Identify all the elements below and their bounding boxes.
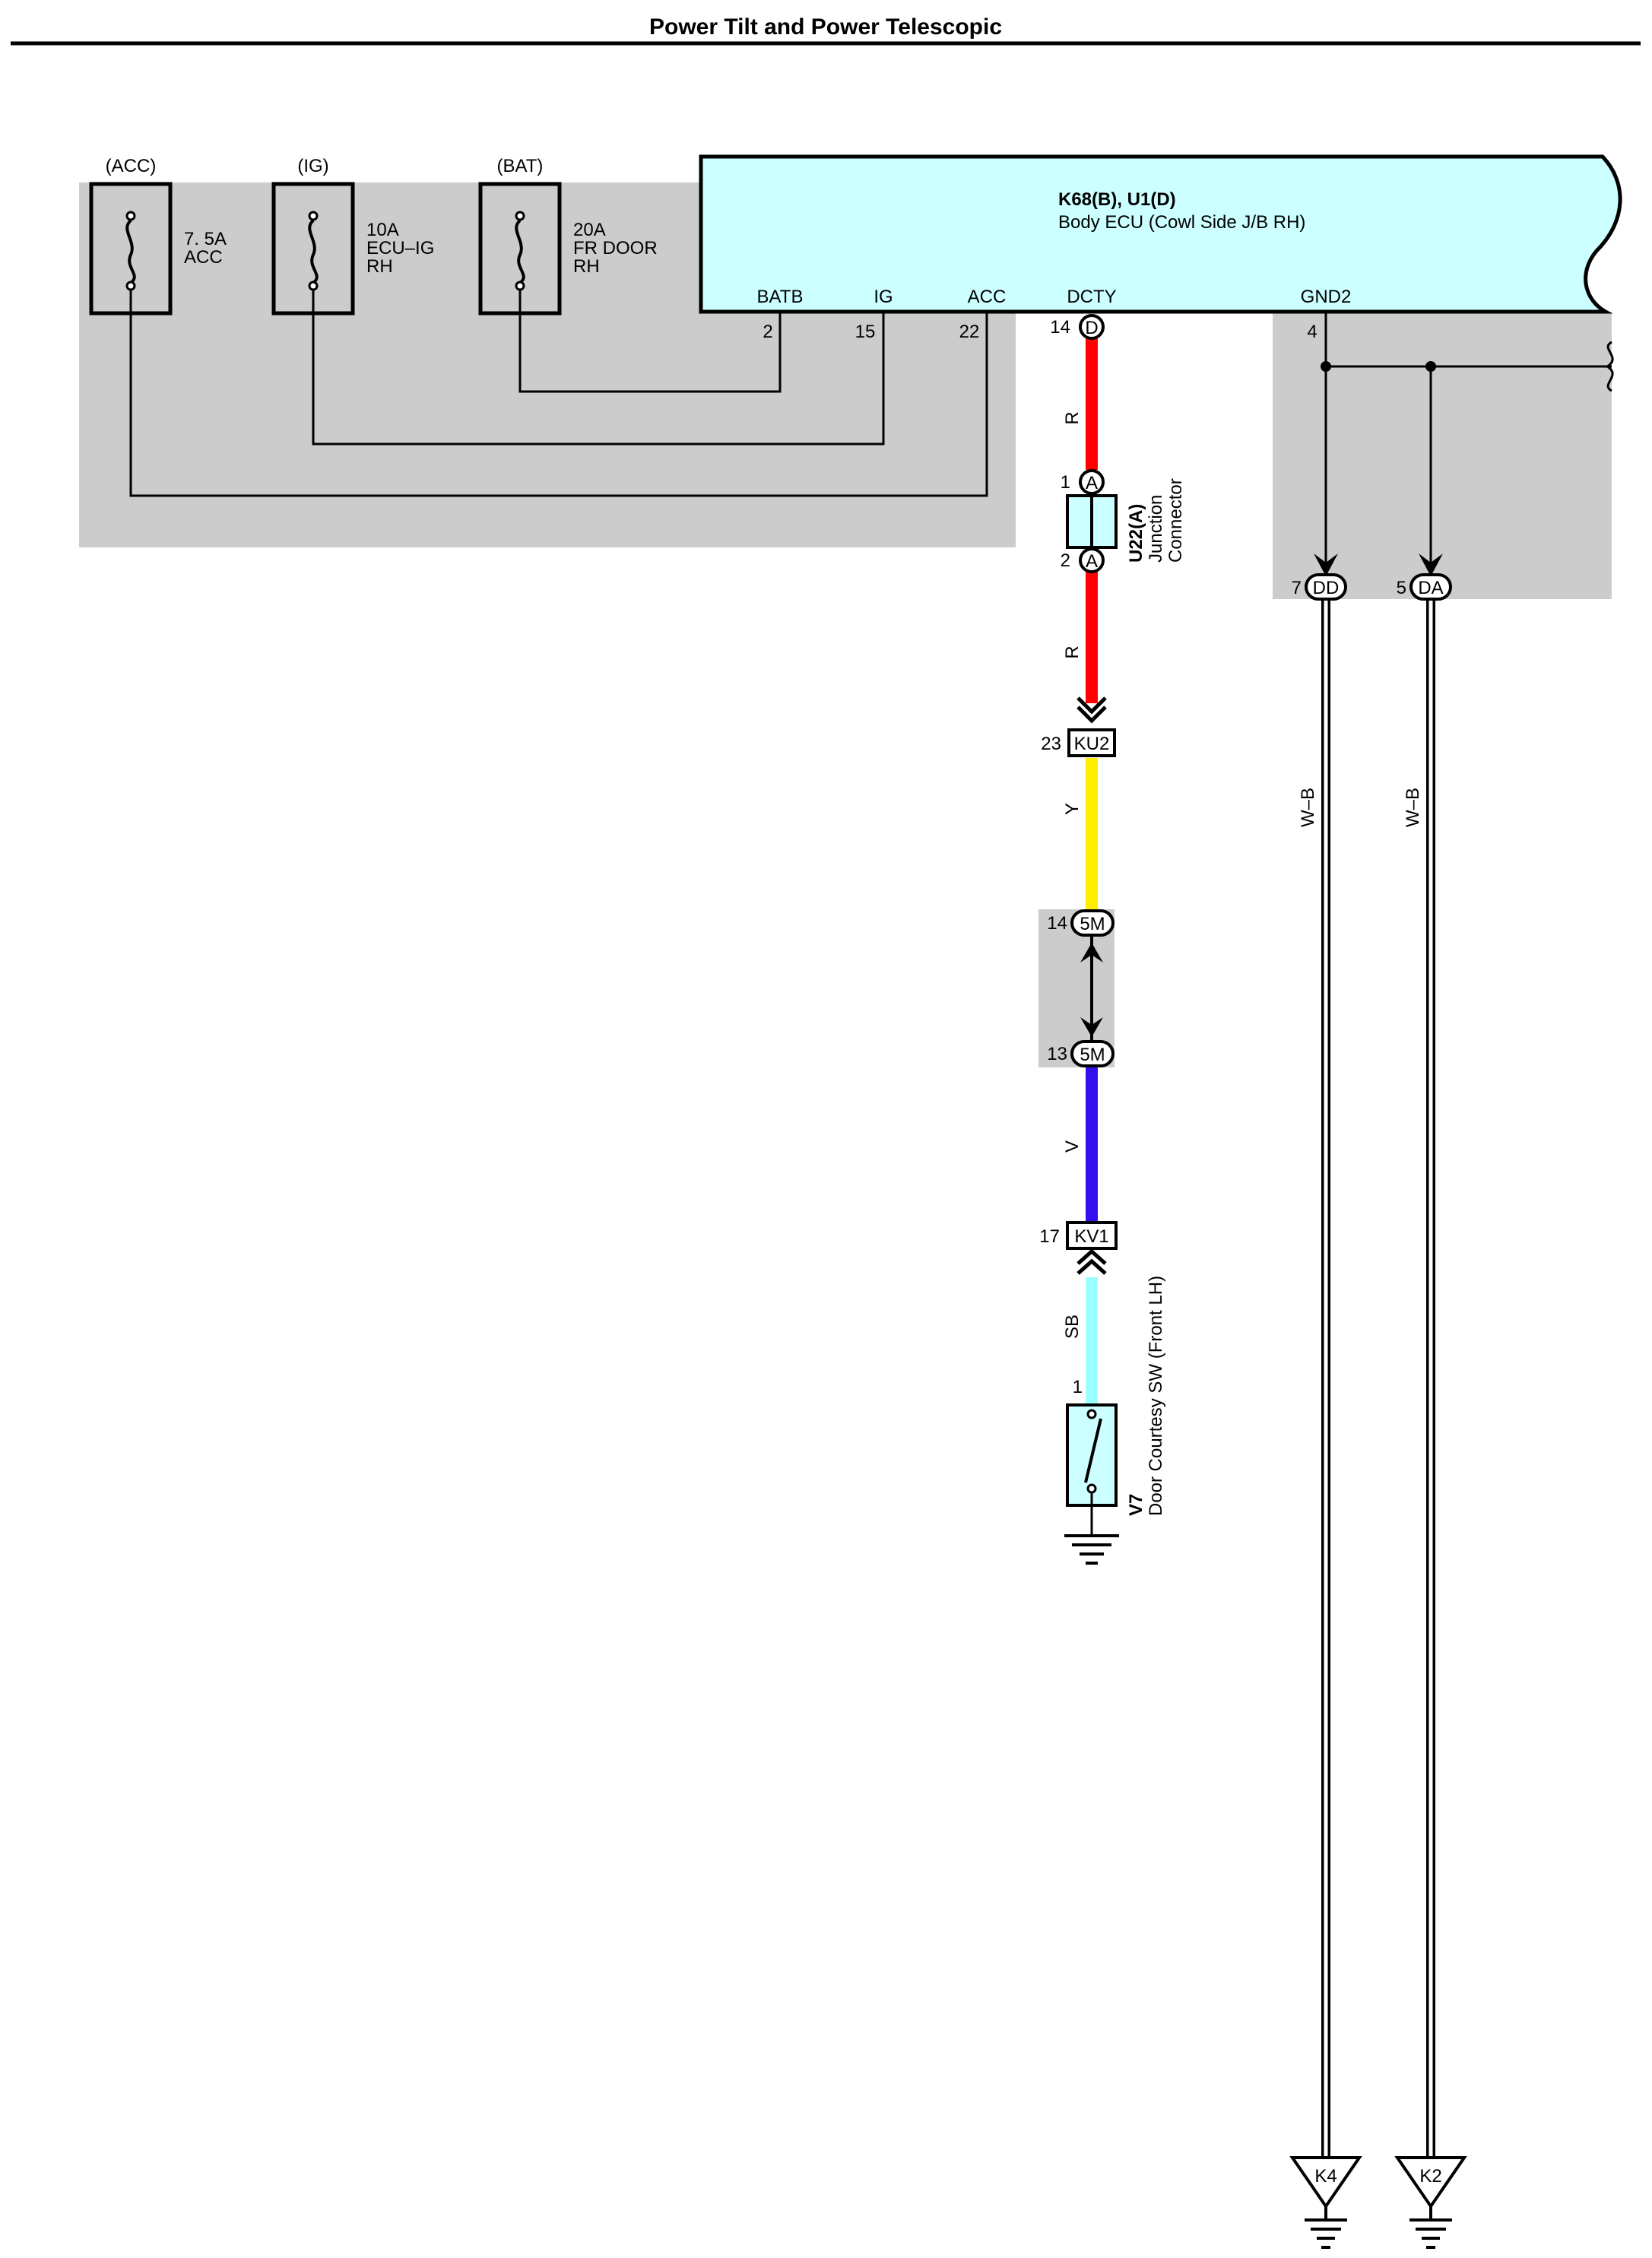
- pin-name-batb: BATB: [757, 287, 804, 307]
- fuse-wiring: [129, 290, 988, 497]
- wire-color-wb-1: W–B: [1298, 788, 1318, 827]
- pin-name-gnd2: GND2: [1301, 287, 1352, 307]
- connector-ku2-code: KU2: [1074, 734, 1110, 754]
- ground-point-k4: K4: [1289, 2156, 1362, 2249]
- fuse-rating: 7. 5A: [184, 229, 227, 249]
- door-courtesy-switch: 1 V7 Door Courtesy SW (Front LH): [1066, 1276, 1166, 1536]
- fuse-name-line2: RH: [366, 256, 393, 277]
- chevron-up-icon: [1076, 1248, 1107, 1265]
- junction-pin-in: 1: [1061, 472, 1070, 493]
- connector-ku2-pin: 23: [1041, 734, 1061, 754]
- ecu-connector-codes: K68(B), U1(D): [1058, 189, 1176, 210]
- arrow-up-icon: [1080, 943, 1103, 963]
- chevron-down-icon: [1076, 706, 1107, 724]
- connector-5m-lower: 13 5M: [1047, 1040, 1115, 1067]
- pin-name-dcty: DCTY: [1067, 287, 1116, 307]
- chevron-up-icon: [1076, 1258, 1107, 1275]
- connector-5m-upper: 14 5M: [1047, 909, 1115, 937]
- ground-point-k4-code: K4: [1314, 2166, 1337, 2187]
- pin-number-dcty: 14: [1050, 317, 1070, 338]
- fuse-supply-label: (ACC): [106, 156, 157, 176]
- gnd2-branch: [1324, 313, 1614, 564]
- switch-name: Door Courtesy SW (Front LH): [1146, 1276, 1166, 1516]
- fuse-supply-label: (BAT): [497, 156, 544, 176]
- ecu-name: Body ECU (Cowl Side J/B RH): [1058, 212, 1305, 233]
- ground-symbol-icon: [1064, 1534, 1119, 1565]
- connector-d-label: D: [1085, 318, 1098, 338]
- fuse-element-icon: [515, 219, 525, 284]
- connector-dd: 7 DD: [1292, 573, 1347, 601]
- fuse-name: ECU–IG: [366, 238, 434, 258]
- ground-symbol-icon: [1305, 2206, 1347, 2249]
- junction-name-1: Junction: [1146, 495, 1166, 563]
- pin-number-batb: 2: [763, 322, 772, 342]
- connector-ku2: KU2 23: [1041, 696, 1116, 757]
- switch-contact-icon: [1084, 1418, 1102, 1483]
- junction-name-2: Connector: [1165, 478, 1186, 563]
- splice-point: [1425, 361, 1436, 372]
- wire-color-sb: SB: [1062, 1315, 1083, 1339]
- fuse-name-line2: RH: [573, 256, 600, 277]
- junction-pin-out: 2: [1061, 550, 1070, 571]
- junction-connector-label-2: A: [1086, 551, 1098, 572]
- wire-color-r-upper: R: [1062, 411, 1083, 424]
- wire-color-v: V: [1062, 1140, 1083, 1153]
- diagram-title: Power Tilt and Power Telescopic: [649, 14, 1002, 40]
- fuse-name: ACC: [184, 247, 223, 268]
- arrow-down-icon: [1419, 553, 1443, 576]
- body-ecu: K68(B), U1(D) Body ECU (Cowl Side J/B RH…: [699, 154, 1622, 314]
- wire-color-wb-2: W–B: [1403, 788, 1423, 827]
- pin-number-ig: 15: [855, 322, 876, 342]
- fuse-rating: 10A: [366, 220, 399, 240]
- arrow-down-icon: [1080, 1017, 1103, 1037]
- connector-da-pin: 5: [1397, 578, 1406, 598]
- splice-point: [1321, 361, 1331, 372]
- fuse-supply-label: (IG): [297, 156, 328, 176]
- connector-dd-pin: 7: [1292, 578, 1302, 598]
- fuse-rating: 20A: [573, 220, 606, 240]
- junction-connector-u22: 1 A 2 A U22(A) Junction Connector: [1061, 469, 1186, 573]
- fuse-element-icon: [308, 219, 319, 284]
- connector-d: [1079, 314, 1105, 340]
- junction-code: U22(A): [1126, 504, 1146, 563]
- connector-kv1-code: KV1: [1074, 1226, 1108, 1247]
- wire-color-y: Y: [1062, 803, 1083, 815]
- fuse-element-icon: [125, 219, 136, 284]
- pin-number-gnd2: 4: [1307, 322, 1317, 342]
- connector-5m-lower-code: 5M: [1080, 1045, 1105, 1065]
- connector-5m-upper-pin: 14: [1047, 913, 1067, 934]
- switch-code: V7: [1126, 1494, 1146, 1516]
- fuse-fr-door-rh: (BAT) 20A FR DOOR RH: [478, 156, 658, 316]
- chevron-down-icon: [1076, 696, 1107, 715]
- connector-da: 5 DA: [1397, 573, 1452, 601]
- wire-color-r-lower: R: [1062, 645, 1083, 658]
- connector-da-code: DA: [1418, 578, 1443, 598]
- ground-symbol-icon: [1409, 2206, 1452, 2249]
- connector-5m-lower-pin: 13: [1047, 1044, 1067, 1064]
- connector-kv1: KV1 17: [1039, 1221, 1118, 1275]
- ground-junction-area: [1273, 312, 1612, 599]
- ground-point-k2-code: K2: [1419, 2166, 1441, 2187]
- connector-dd-code: DD: [1313, 578, 1340, 598]
- junction-connector-label: A: [1086, 473, 1098, 493]
- connector-5m-upper-code: 5M: [1080, 914, 1105, 934]
- fuse-name: FR DOOR: [573, 238, 658, 258]
- pin-number-acc: 22: [959, 322, 980, 342]
- pin-name-acc: ACC: [968, 287, 1007, 307]
- switch-pin: 1: [1073, 1377, 1083, 1397]
- arrow-down-icon: [1314, 553, 1338, 576]
- ground-point-k2: K2: [1394, 2156, 1467, 2249]
- pin-name-ig: IG: [874, 287, 893, 307]
- connector-kv1-pin: 17: [1039, 1226, 1060, 1247]
